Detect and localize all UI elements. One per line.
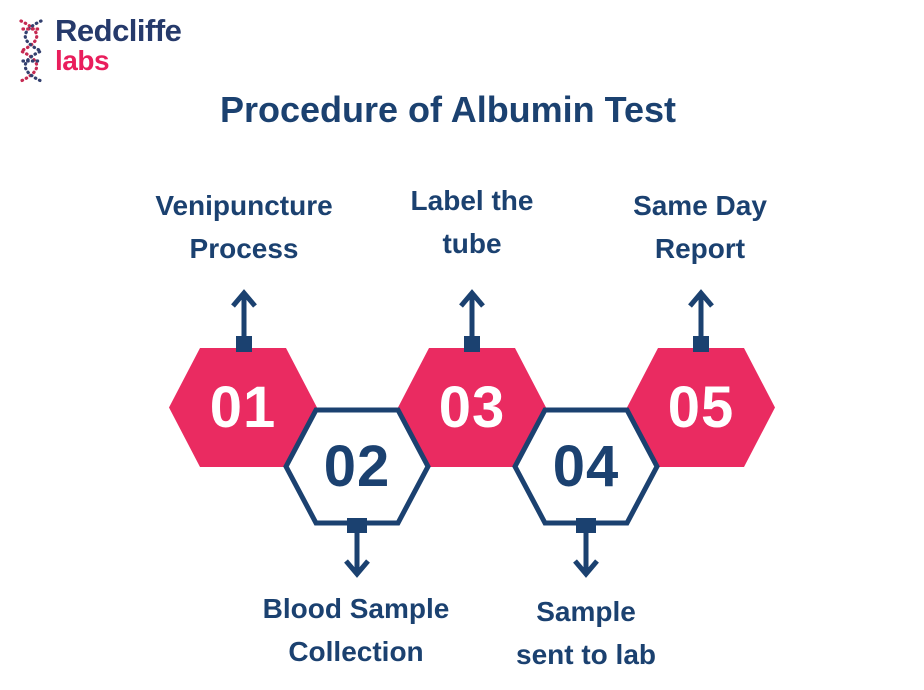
step-label-1: Venipuncture Process	[155, 184, 332, 270]
step-label-2-line-2: Collection	[288, 636, 424, 667]
step-label-2: Blood Sample Collection	[263, 587, 450, 673]
step-hexagon-1: 01	[169, 348, 317, 467]
step-number-1: 01	[209, 375, 277, 440]
down-arrow-2	[344, 518, 370, 578]
hexagon-shape	[398, 348, 546, 467]
step-number-2: 02	[323, 434, 391, 499]
step-label-1-line-1: Venipuncture	[155, 190, 333, 221]
hexagon-shape	[512, 407, 660, 526]
brand-logo: Redcliffe labs	[14, 13, 182, 85]
step-number-5: 05	[667, 375, 735, 440]
step-number-4: 04	[552, 434, 620, 499]
brand-name: Redcliffe	[55, 13, 182, 48]
step-label-3: Label the tube	[411, 179, 534, 265]
hexagon-shape	[283, 407, 431, 526]
hexagon-shape	[627, 348, 775, 467]
step-number-3: 03	[438, 375, 506, 440]
up-arrow-3	[459, 289, 485, 352]
up-arrow-1	[231, 289, 257, 352]
step-label-3-line-2: tube	[442, 228, 502, 259]
hexagon-shape	[169, 348, 317, 467]
dna-helix-icon	[17, 19, 45, 83]
step-hexagon-3: 03	[398, 348, 546, 467]
down-arrow-4	[573, 518, 599, 578]
brand-wordmark: Redcliffe labs	[55, 13, 182, 76]
step-label-5: Same Day Report	[633, 184, 767, 270]
step-label-4: Sample sent to lab	[516, 590, 656, 676]
step-hexagon-4: 04	[512, 407, 660, 526]
step-label-4-line-1: Sample	[536, 596, 636, 627]
step-label-2-line-1: Blood Sample	[262, 593, 450, 624]
step-label-5-line-2: Report	[654, 233, 746, 264]
brand-sub-name: labs	[55, 45, 110, 76]
step-label-4-line-2: sent to lab	[515, 639, 657, 670]
step-label-5-line-1: Same Day	[633, 190, 767, 221]
step-hexagon-2: 02	[283, 407, 431, 526]
step-label-3-line-1: Label the	[410, 185, 534, 216]
page-title: Procedure of Albumin Test	[219, 89, 677, 130]
step-hexagon-5: 05	[627, 348, 775, 467]
step-label-1-line-2: Process	[189, 233, 299, 264]
up-arrow-5	[688, 289, 714, 352]
